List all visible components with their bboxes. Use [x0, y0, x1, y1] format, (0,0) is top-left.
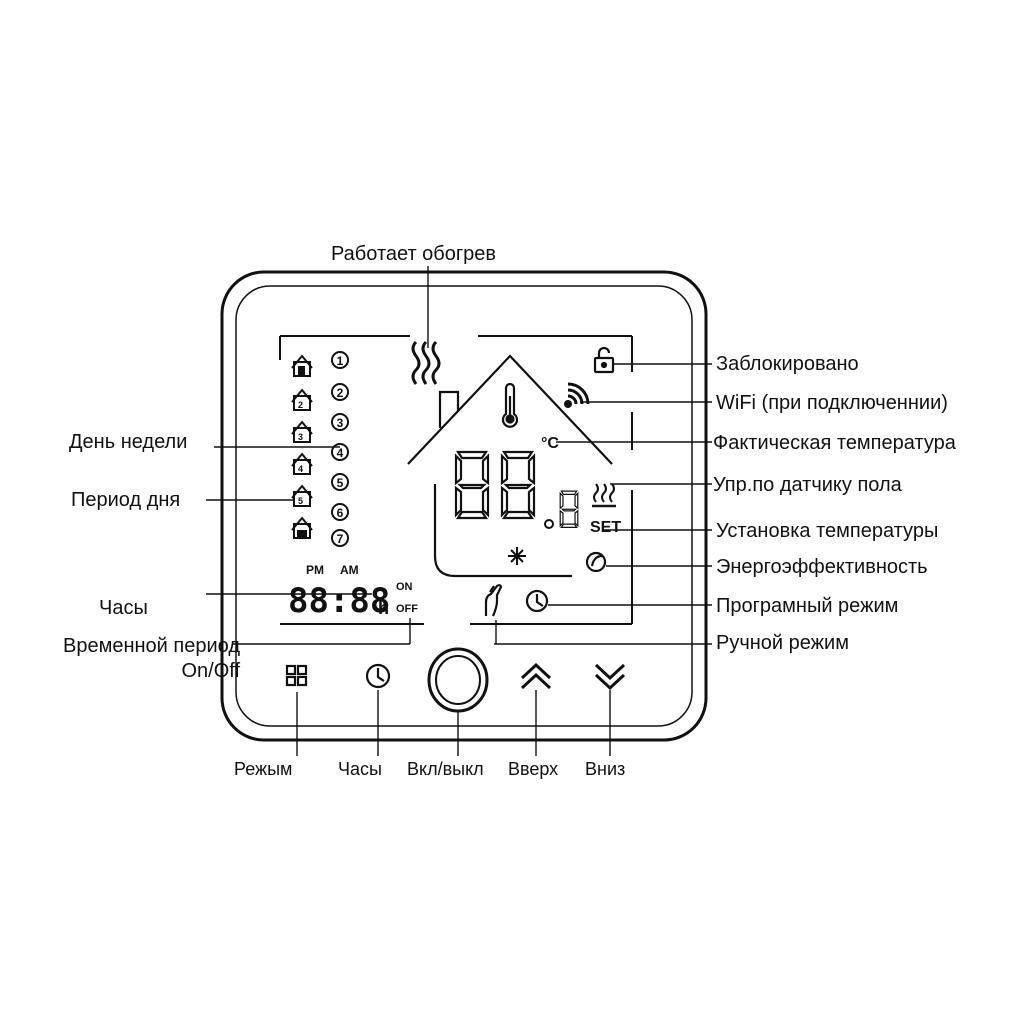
callout-manual: Ручной режим	[716, 632, 849, 654]
day-7: 7	[337, 532, 344, 546]
thermometer-icon	[501, 382, 519, 428]
label-power-button: Вкл/выкл	[407, 759, 484, 779]
chevron-up-icon	[520, 662, 552, 680]
label-down-button: Вниз	[585, 759, 626, 779]
callout-program: Програмный режим	[716, 595, 899, 617]
callout-energy: Энергоэффективность	[716, 556, 928, 578]
day-6: 6	[337, 506, 344, 520]
padlock-icon	[593, 346, 615, 374]
clock-button-icon	[365, 663, 391, 689]
program-clock-icon	[525, 589, 549, 613]
day-4: 4	[337, 446, 344, 460]
svg-text:3: 3	[298, 432, 303, 442]
period-icon-5: 5	[291, 484, 313, 507]
mode-button[interactable]	[285, 664, 308, 687]
label-clock-button: Часы	[338, 759, 382, 779]
label-up-button: Вверх	[508, 759, 559, 779]
callout-heating: Работает обогрев	[331, 243, 497, 265]
down-button[interactable]	[594, 663, 626, 691]
eco-icon	[585, 551, 607, 573]
period-icon-6	[291, 516, 313, 539]
day-1: 1	[337, 354, 344, 368]
floor-heating-icon	[592, 483, 616, 508]
pm-label: PM	[306, 563, 324, 577]
on-label: ON	[396, 581, 413, 593]
callout-wifi: WiFi (при подключеннии)	[716, 392, 948, 414]
chevron-down-icon	[594, 663, 626, 681]
day-period-icons: 2 3 4 5	[291, 354, 313, 539]
leader-lines	[206, 266, 712, 756]
clock-digits: 88:88	[288, 581, 390, 621]
grid-icon	[285, 664, 308, 687]
callout-actual-temp: Фактическая температура	[713, 432, 956, 454]
svg-text:2: 2	[298, 400, 303, 410]
hand-icon	[484, 584, 503, 617]
svg-text:4: 4	[298, 464, 303, 474]
clock-suffix: h	[378, 598, 389, 618]
callout-clock: Часы	[99, 597, 148, 619]
label-mode-button: Режым	[234, 759, 293, 779]
period-icon-1	[291, 354, 313, 377]
set-label: SET	[590, 519, 621, 536]
callout-weekday: День недели	[69, 431, 188, 453]
period-icon-2: 2	[291, 388, 313, 411]
svg-text:5: 5	[298, 496, 303, 506]
snowflake-icon	[508, 547, 526, 565]
callout-floor-sensor: Упр.по датчику пола	[713, 474, 902, 496]
clock-button[interactable]	[365, 663, 391, 689]
day-3: 3	[337, 416, 344, 430]
weekday-column: 1 2 3 4 5 6 7	[331, 351, 349, 547]
off-label: OFF	[396, 603, 418, 615]
house-outline	[407, 354, 613, 578]
display-frame	[279, 335, 633, 625]
am-label: AM	[340, 563, 359, 577]
callout-day-period: Период дня	[71, 489, 181, 511]
heat-waves-icon	[411, 340, 441, 385]
period-icon-4: 4	[291, 452, 313, 475]
power-button[interactable]	[427, 647, 489, 713]
day-5: 5	[337, 476, 344, 490]
up-button[interactable]	[520, 662, 552, 690]
period-icon-3: 3	[291, 420, 313, 443]
callout-locked: Заблокировано	[716, 353, 859, 375]
callout-set-temp: Установка температуры	[716, 520, 939, 542]
temp-digits	[454, 450, 579, 529]
unit-label: °C	[541, 435, 559, 452]
callout-time-period: Временной период On/Off	[62, 635, 240, 682]
day-2: 2	[337, 386, 344, 400]
